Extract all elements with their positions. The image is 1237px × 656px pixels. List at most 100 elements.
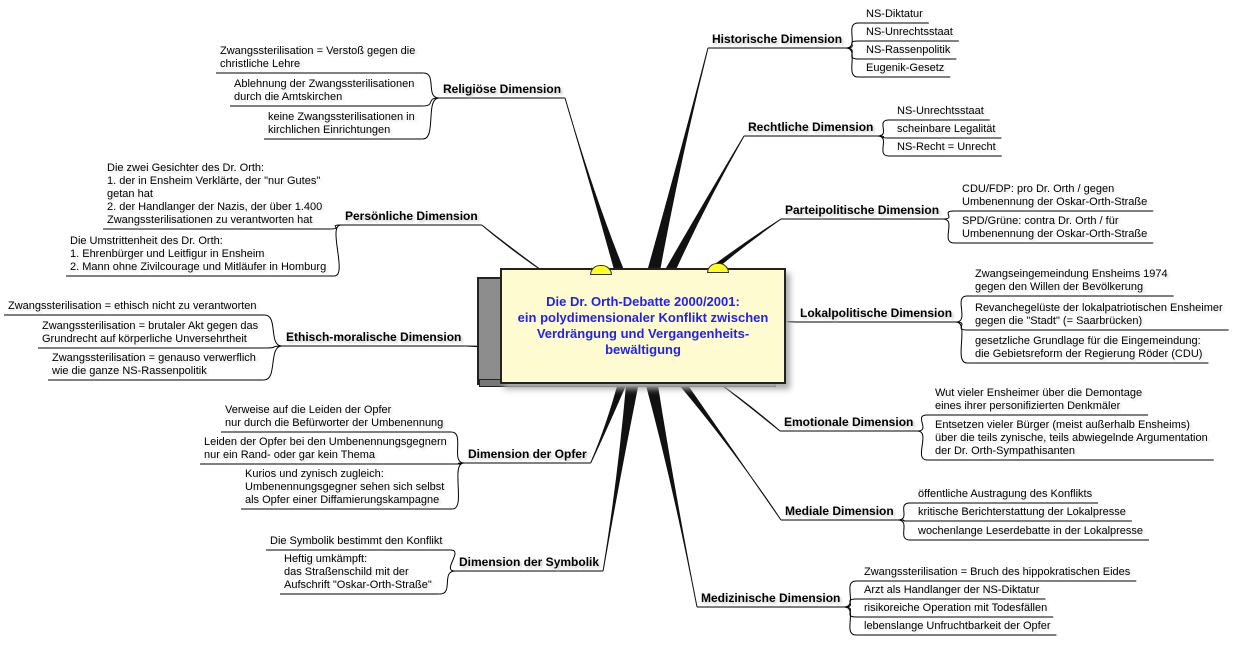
branch-dimension-der-symbolik[interactable]: Dimension der Symbolik [459,555,600,569]
leaf-text-line: Kurios und zynisch zugleich: [245,468,384,480]
leaf-text-line: gesetzliche Grundlage für die Eingemeind… [975,335,1201,347]
connector [897,502,911,521]
leaf-text-line: Die Umstrittenheit des Dr. Orth: [70,235,223,247]
leaf-node[interactable]: scheinbare Legalität [897,123,995,136]
leaf-node[interactable]: Eugenik-Gesetz [866,62,944,75]
leaf-text-line: durch die Amtskirchen [234,91,343,103]
leaf-node[interactable]: Die Umstrittenheit des Dr. Orth:1. Ehren… [70,235,326,274]
leaf-node[interactable]: Zwangssterilisation = genauso verwerflic… [52,352,256,378]
leaf-text-line: CDU/FDP: pro Dr. Orth / gegen [962,183,1115,195]
leaf-text-line: 1. Ehrenbürger und Leitfigur in Ensheim [70,248,265,260]
title-line: Verdrängung und Vergangenheits- [536,326,750,341]
leaf-text-line: NS-Diktatur [866,8,923,20]
branch-dimension-der-opfer[interactable]: Dimension der Opfer [468,447,587,461]
leaf-text-line: wochenlange Leserdebatte in der Lokalpre… [918,525,1144,537]
branch-rechtliche-dimension[interactable]: Rechtliche Dimension [748,120,874,134]
leaf-node[interactable]: Kurios und zynisch zugleich:Umbenennungs… [245,468,444,507]
leaf-text-line: nur ein Rand- oder gar kein Thema [204,449,376,461]
connector [449,549,456,572]
branch-persönliche-dimension[interactable]: Persönliche Dimension [345,209,478,223]
branch-parteipolitische-dimension[interactable]: Parteipolitische Dimension [785,203,940,217]
leaf-node[interactable]: NS-Unrechtsstaat [897,105,984,118]
leaf-node[interactable]: Zwangssterilisation = ethisch nicht zu v… [8,300,257,313]
leaf-node[interactable]: Leiden der Opfer bei den Umbenennungsgeg… [204,436,447,462]
leaf-node[interactable]: NS-Recht = Unrecht [897,141,996,154]
leaf-node[interactable]: Zwangssterilisation = brutaler Akt gegen… [42,320,258,346]
leaf-text-line: getan hat [107,188,153,200]
connector [334,224,342,277]
connector [630,329,698,608]
branch-religiöse-dimension[interactable]: Religiöse Dimension [443,82,562,96]
leaf-text-line: Ablehnung der Zwangssterilisationen [234,78,415,90]
leaf-text-line: NS-Recht = Unrecht [897,141,996,153]
leaf-node[interactable]: Die zwei Gesichter des Dr. Orth:1. der i… [107,162,322,227]
leaf-text-line: Leiden der Opfer bei den Umbenennungsgeg… [204,436,447,448]
leaf-text-line: wie die ganze NS-Rassenpolitik [52,365,207,377]
leaf-text-line: Zwangssterilisationen zu verantworten ha… [107,214,313,226]
leaf-text-line: Zwangssterilisation = Bruch des hippokra… [864,566,1131,578]
leaf-text-line: kirchlichen Einrichtungen [268,124,391,136]
connector [917,414,928,432]
connector [330,224,342,230]
branch-ethisch-moralische-dimension[interactable]: Ethisch-moralische Dimension [286,330,462,344]
leaf-node[interactable]: Heftig umkämpft:das Straßenschild mit de… [284,553,432,592]
leaf-node[interactable]: NS-Unrechtsstaat [866,26,953,39]
leaf-text-line: Die Symbolik bestimmt den Konflikt [270,535,443,547]
leaf-text-line: Umbenennung der Oskar-Orth-Straße [962,228,1148,240]
connector [423,72,440,99]
leaf-node[interactable]: risikoreiche Operation mit Todesfällen [864,602,1047,615]
leaf-text-line: NS-Rassenpolitik [866,44,951,56]
connector [942,218,955,244]
leaf-node[interactable]: lebenslange Unfruchtbarkeit der Opfer [864,620,1051,633]
leaf-node[interactable]: NS-Rassenpolitik [866,44,950,57]
leaf-text-line: Arzt als Handlanger der NS-Diktatur [864,584,1040,596]
leaf-node[interactable]: Revanchegelüste der lokalpatriotischen E… [975,302,1223,328]
title-line: Die Dr. Orth-Debatte 2000/2001: [546,294,740,309]
leaf-node[interactable]: wochenlange Leserdebatte in der Lokalpre… [918,525,1143,538]
leaf-node[interactable]: NS-Diktatur [866,8,923,21]
leaf-text-line: Heftig umkämpft: [284,553,368,565]
central-topic[interactable]: Die Dr. Orth-Debatte 2000/2001: ein poly… [500,268,786,384]
leaf-node[interactable]: gesetzliche Grundlage für die Eingemeind… [975,335,1202,361]
leaf-text-line: SPD/Grüne: contra Dr. Orth / für [962,215,1119,227]
leaf-text-line: eines ihrer personifizierten Denkmäler [935,400,1121,412]
leaf-text-line: lebenslange Unfruchtbarkeit der Opfer [864,620,1051,632]
branch-mediale-dimension[interactable]: Mediale Dimension [785,504,894,518]
leaf-text-line: keine Zwangssterilisationen in [268,111,415,123]
connector [844,606,857,636]
connector [955,295,968,323]
leaf-text-line: 2. der Handlanger der Nazis, der über 1.… [107,201,323,213]
leaf-text-line: Zwangssterilisation = brutaler Akt gegen… [42,320,259,332]
leaf-node[interactable]: öffentliche Austragung des Konflikts [918,488,1092,501]
leaf-text-line: NS-Unrechtsstaat [897,105,984,117]
leaf-text-line: kritische Berichterstattung der Lokalpre… [918,506,1126,518]
leaf-text-line: das Straßenschild mit der [284,566,409,578]
leaf-node[interactable]: Zwangssterilisation = Bruch des hippokra… [864,566,1130,579]
connector [602,329,650,572]
leaf-text-line: Verweise auf die Leiden der Opfer [225,404,392,416]
leaf-text-line: der Dr. Orth-Sympathisanten [935,445,1076,457]
branch-lokalpolitische-dimension[interactable]: Lokalpolitische Dimension [800,306,953,320]
connector [897,519,911,541]
branch-historische-dimension[interactable]: Historische Dimension [712,32,843,46]
connector [422,97,440,107]
leaf-text-line: gegen den Willen der Bevölkerung [975,281,1144,293]
leaf-node[interactable]: Entsetzen vieler Bürger (meist außerhalb… [935,419,1208,458]
leaf-text-line: über die teils zynische, teils abwiegeln… [935,432,1208,444]
leaf-text-line: Zwangssterilisation = Verstoß gegen die [220,45,416,57]
leaf-node[interactable]: Die Symbolik bestimmt den Konflikt [270,535,442,548]
connector [955,321,968,364]
branch-emotionale-dimension[interactable]: Emotionale Dimension [784,415,914,429]
leaf-node[interactable]: kritische Berichterstattung der Lokalpre… [918,506,1126,519]
branch-medizinische-dimension[interactable]: Medizinische Dimension [701,591,841,605]
leaf-node[interactable]: Arzt als Handlanger der NS-Diktatur [864,584,1039,597]
leaf-text-line: Zwangssterilisation = ethisch nicht zu v… [8,300,257,312]
